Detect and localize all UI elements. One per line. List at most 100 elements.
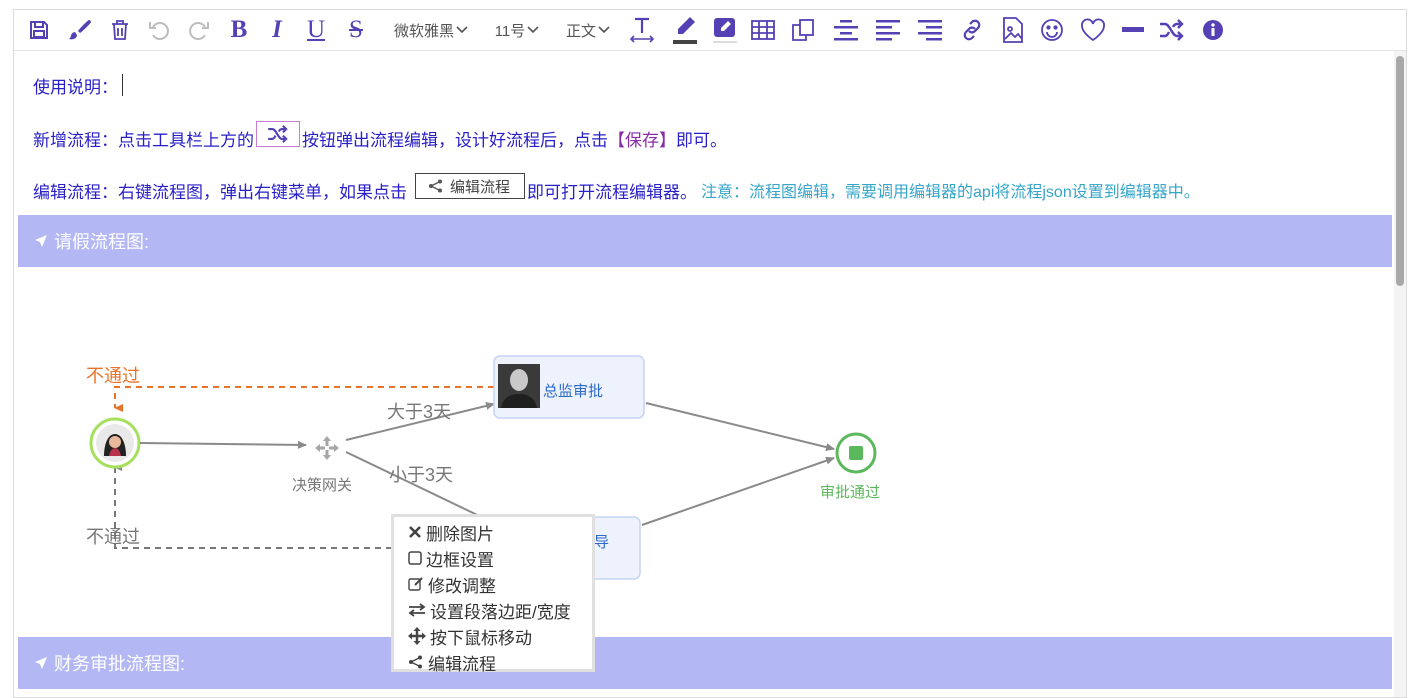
- font-size-dropdown[interactable]: 11号: [488, 10, 546, 50]
- save-icon[interactable]: [26, 10, 52, 50]
- info-icon[interactable]: [1200, 10, 1226, 50]
- director-avatar: [498, 364, 540, 408]
- shuffle-flow-icon[interactable]: [1158, 10, 1186, 50]
- exchange-icon: [408, 603, 426, 617]
- edit-flow-text-before: 编辑流程：右键流程图，弹出右键菜单，如果点击: [33, 182, 407, 202]
- pencil-color-icon[interactable]: [670, 10, 700, 50]
- text-height-icon[interactable]: [628, 10, 656, 50]
- end-node[interactable]: 审批通过: [820, 432, 880, 501]
- ctx-modify-adjust[interactable]: 修改调整: [394, 571, 592, 597]
- section-finance-flow: 财务审批流程图:: [18, 637, 1392, 689]
- editor-toolbar: B I U S 微软雅黑 11号 正文: [14, 10, 1406, 51]
- add-flow-text-end: 即可。: [676, 130, 727, 150]
- strike-label: S: [349, 16, 363, 43]
- font-family-dropdown[interactable]: 微软雅黑: [386, 10, 476, 50]
- bold-icon[interactable]: B: [226, 10, 252, 50]
- scrollbar-thumb[interactable]: [1396, 56, 1404, 286]
- location-arrow-icon: [35, 657, 47, 669]
- ctx-delete-image-label: 删除图片: [426, 524, 494, 544]
- ctx-edit-flow[interactable]: 编辑流程: [394, 649, 592, 675]
- add-flow-text-before: 新增流程：点击工具栏上方的: [33, 130, 254, 150]
- reject-path-top[interactable]: [114, 386, 494, 412]
- font-family-value: 微软雅黑: [393, 22, 454, 40]
- edge-leader-end[interactable]: [641, 456, 835, 526]
- move-icon: [408, 627, 426, 645]
- ctx-modify-adjust-label: 修改调整: [428, 576, 496, 596]
- move-arrows-icon: [315, 436, 339, 460]
- edge-gateway-director[interactable]: [345, 402, 495, 441]
- ctx-border-settings[interactable]: 边框设置: [394, 545, 592, 571]
- save-keyword: 【保存】: [608, 130, 676, 150]
- smile-icon[interactable]: [1038, 10, 1066, 50]
- align-center-icon[interactable]: [832, 10, 860, 50]
- square-icon: [408, 551, 422, 565]
- rich-text-editor: B I U S 微软雅黑 11号 正文: [13, 9, 1407, 698]
- table-icon[interactable]: [750, 10, 776, 50]
- reject-path-bottom[interactable]: [113, 463, 414, 549]
- shuffle-flow-inline-icon[interactable]: [256, 121, 300, 147]
- section-finance-flow-title: 财务审批流程图:: [54, 654, 186, 674]
- edge-director-end[interactable]: [645, 402, 835, 451]
- link-icon[interactable]: [958, 10, 986, 50]
- applicant-avatar: [104, 434, 126, 456]
- share-nodes-icon: [429, 179, 442, 193]
- usage-label: 使用说明：: [33, 77, 118, 97]
- greater-than-3-days-label: 大于3天: [387, 402, 451, 422]
- edit-flow-inline-button[interactable]: 编辑流程: [415, 173, 526, 199]
- add-flow-line: 新增流程：点击工具栏上方的 按钮弹出流程编辑，设计好流程后，点击 【保存】 即可…: [33, 121, 727, 151]
- highlight-icon[interactable]: [710, 10, 740, 50]
- section-leave-flow-title: 请假流程图:: [54, 232, 150, 252]
- gateway-label: 决策网关: [292, 477, 352, 494]
- underline-label: U: [306, 16, 326, 43]
- section-leave-flow: 请假流程图:: [18, 215, 1392, 267]
- italic-label: I: [272, 16, 282, 43]
- reject-label-top: 不通过: [86, 366, 140, 386]
- chevron-down-icon: [527, 26, 539, 34]
- italic-icon[interactable]: I: [264, 10, 290, 50]
- ctx-edit-flow-label: 编辑流程: [428, 654, 496, 674]
- copy-icon[interactable]: [790, 10, 816, 50]
- less-than-3-days-label: 小于3天: [389, 465, 453, 485]
- editor-content[interactable]: 使用说明： 新增流程：点击工具栏上方的 按钮弹出流程编辑，设计好流程后，点击 【…: [14, 51, 1394, 698]
- close-icon: [409, 526, 421, 538]
- add-flow-text-after: 按钮弹出流程编辑，设计好流程后，点击: [302, 130, 608, 150]
- font-size-value: 11号: [494, 22, 526, 40]
- vertical-scrollbar[interactable]: [1394, 51, 1406, 697]
- ctx-paragraph-margin[interactable]: 设置段落边距/宽度: [394, 597, 592, 623]
- bold-label: B: [230, 16, 248, 43]
- edit-icon: [408, 577, 423, 591]
- leave-flow-diagram[interactable]: 不通过 不通过: [14, 51, 1394, 698]
- edge-gateway-leader[interactable]: [345, 451, 495, 524]
- undo-icon[interactable]: [146, 10, 172, 50]
- edit-flow-text-after: 即可打开流程编辑器。: [527, 182, 698, 202]
- paragraph-dropdown[interactable]: 正文: [560, 10, 616, 50]
- decision-gateway[interactable]: 决策网关: [292, 436, 352, 494]
- ctx-mouse-move-label: 按下鼠标移动: [430, 628, 532, 648]
- heart-icon[interactable]: [1078, 10, 1108, 50]
- edge-start-gateway[interactable]: [139, 440, 307, 449]
- ctx-paragraph-margin-label: 设置段落边距/宽度: [430, 602, 571, 622]
- text-caret: [122, 74, 123, 96]
- image-icon[interactable]: [1000, 10, 1026, 50]
- trash-icon[interactable]: [108, 10, 132, 50]
- edit-flow-note: 注意：流程图编辑，需要调用编辑器的api将流程json设置到编辑器中。: [701, 184, 1200, 201]
- edit-flow-line: 编辑流程：右键流程图，弹出右键菜单，如果点击 编辑流程 即可打开流程编辑器。 注…: [33, 173, 1200, 203]
- start-node[interactable]: [89, 417, 141, 469]
- redo-icon[interactable]: [186, 10, 212, 50]
- horizontal-line-icon[interactable]: [1120, 10, 1146, 50]
- align-left-icon[interactable]: [874, 10, 902, 50]
- paint-brush-icon[interactable]: [66, 10, 94, 50]
- underline-icon[interactable]: U: [302, 10, 330, 50]
- chevron-down-icon: [598, 26, 610, 34]
- location-arrow-icon: [35, 235, 47, 247]
- share-nodes-icon: [409, 655, 422, 669]
- director-node-label: 总监审批: [543, 383, 603, 400]
- strikethrough-icon[interactable]: S: [342, 10, 370, 50]
- paragraph-value: 正文: [565, 22, 596, 40]
- align-right-icon[interactable]: [916, 10, 944, 50]
- ctx-mouse-move[interactable]: 按下鼠标移动: [394, 623, 592, 649]
- context-menu: 删除图片 边框设置 修改调整 设置段落边距/宽度 按下鼠标移动 编辑流程: [391, 514, 595, 675]
- ctx-delete-image[interactable]: 删除图片: [394, 519, 592, 545]
- leader-node-label: 导: [594, 534, 609, 551]
- director-approval-node[interactable]: 总监审批: [493, 355, 645, 419]
